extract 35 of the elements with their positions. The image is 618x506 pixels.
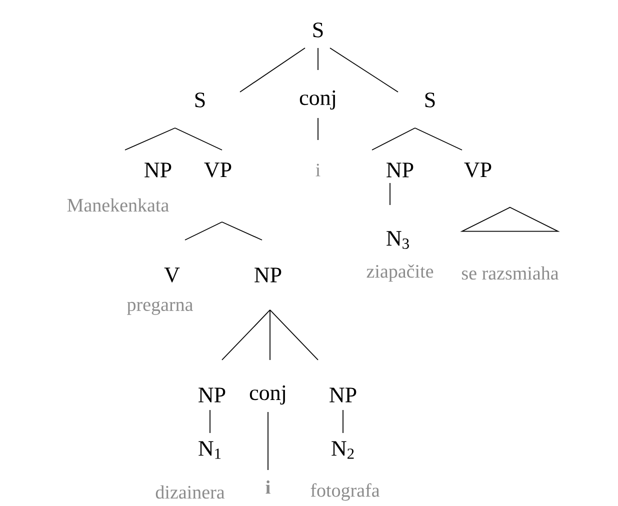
category-label: VP (204, 162, 232, 178)
category-label: N$_{2}$ (332, 441, 354, 459)
word-label: ziapačite (366, 264, 434, 282)
category-label: conj (300, 90, 336, 110)
branch-line (174, 128, 222, 150)
branch-line (240, 48, 306, 92)
category-label: N$_{3}$ (386, 231, 409, 249)
category-label: NP (330, 388, 356, 402)
word-label: i (316, 164, 320, 176)
category-label: NP (144, 162, 172, 178)
category-label: S (195, 92, 205, 108)
category-label: VP (464, 162, 492, 178)
category-label: NP (198, 388, 226, 402)
branch-line (124, 128, 176, 150)
category-label: conj (250, 385, 286, 405)
word-label: pregarna (127, 301, 193, 315)
category-label: NP (386, 162, 414, 178)
category-label: N$_{1}$ (198, 441, 221, 459)
word-label: fotografa (310, 483, 380, 501)
branch-line (414, 128, 462, 150)
category-label: S (313, 22, 323, 38)
branch-line (222, 222, 262, 240)
branch-line (372, 128, 416, 150)
category-label: S (425, 92, 435, 108)
branch-line (342, 410, 344, 434)
word-label: i (266, 480, 270, 494)
category-label: NP (254, 268, 282, 282)
word-label: Manekenkata (67, 198, 169, 212)
category-label: V (164, 268, 180, 282)
word-label: dizainera (156, 485, 225, 499)
branch-line (184, 222, 222, 240)
branch-line (270, 310, 318, 360)
word-label: se razsmiaha (462, 266, 559, 280)
branch-line (330, 48, 398, 92)
branch-line (222, 310, 270, 360)
